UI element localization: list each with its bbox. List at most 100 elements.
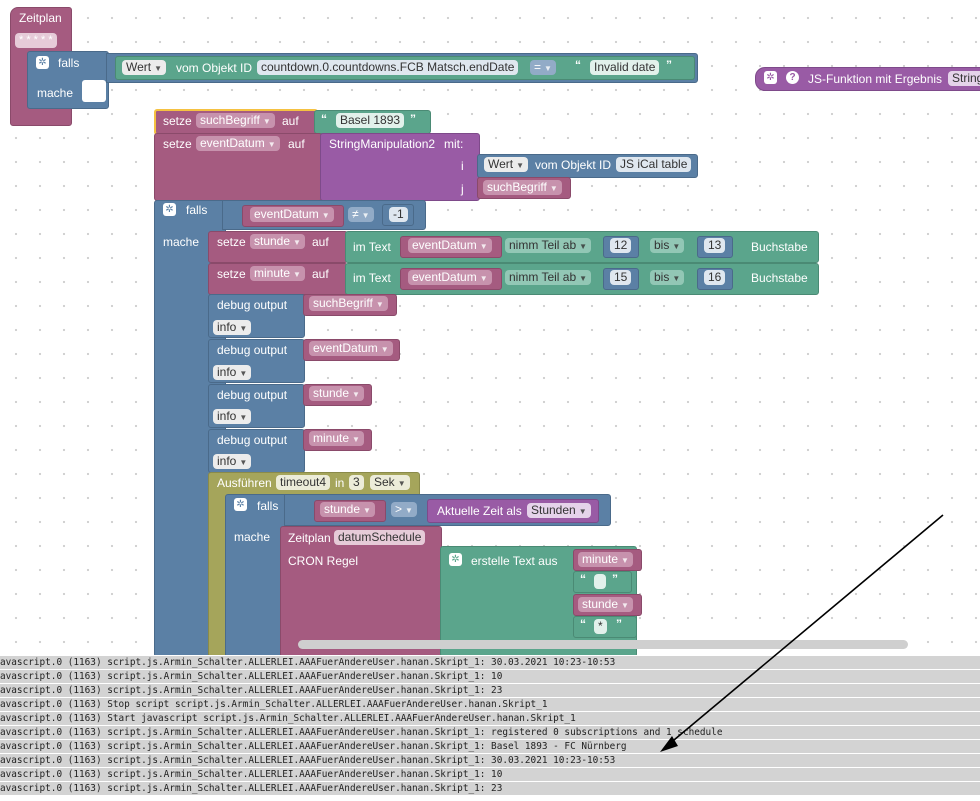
gear-icon[interactable]: ✲ <box>449 553 462 566</box>
join-stunde-dropdown[interactable]: stunde▼ <box>578 597 633 612</box>
js-function-name[interactable]: String <box>948 71 980 86</box>
timeout-value-field[interactable]: 3 <box>349 475 364 490</box>
vom-objekt2-label: vom Objekt ID <box>535 158 612 172</box>
gear-icon[interactable]: ✲ <box>163 203 176 216</box>
set2-label: setze <box>163 137 192 151</box>
log-line: avascript.0 (1163) script.js.Armin_Schal… <box>0 656 980 669</box>
set1-auf-label: auf <box>282 114 299 128</box>
set4-label: setze <box>217 267 246 281</box>
ical-object-field[interactable]: JS iCal table <box>616 157 692 172</box>
if1-mache-notch <box>82 80 106 102</box>
debug2-level-dropdown[interactable]: info▼ <box>213 365 252 380</box>
zeitplan-inner-block[interactable] <box>280 526 442 655</box>
set1-label: setze <box>163 114 192 128</box>
log-line: avascript.0 (1163) Start javascript scri… <box>0 712 980 725</box>
quote-open-icon: “ <box>580 617 586 631</box>
debug3-label: debug output <box>217 388 288 402</box>
space-text-field[interactable] <box>594 574 606 589</box>
sub2-bis-dropdown[interactable]: bis▼ <box>650 270 685 285</box>
minus-one-field[interactable]: -1 <box>389 207 408 222</box>
blockly-workspace[interactable]: Zeitplan * * * * * ✲ falls mache Wert▼ v… <box>0 0 980 655</box>
im-text-label-1: im Text <box>353 240 391 254</box>
invalid-date-field[interactable]: Invalid date <box>590 60 660 75</box>
quote-open-icon: “ <box>575 58 581 72</box>
schedule-name-field[interactable]: datumSchedule <box>334 530 426 545</box>
help-icon[interactable]: ? <box>786 71 799 84</box>
set4-var-dropdown[interactable]: minute▼ <box>250 266 305 281</box>
equals-dropdown[interactable]: =▼ <box>530 60 556 75</box>
if2-var-dropdown[interactable]: eventDatum▼ <box>250 207 334 222</box>
set3-label: setze <box>217 235 246 249</box>
if1-mache-label: mache <box>37 86 74 100</box>
object-id-field[interactable]: countdown.0.countdowns.FCB Matsch.endDat… <box>257 60 519 75</box>
not-equal-dropdown[interactable]: ≠▼ <box>348 207 374 222</box>
timeout-unit-dropdown[interactable]: Sek▼ <box>370 475 410 490</box>
debug4-label: debug output <box>217 433 288 447</box>
if1-falls-label: falls <box>58 56 80 70</box>
set2-var-dropdown[interactable]: eventDatum▼ <box>196 136 280 151</box>
set3-auf-label: auf <box>312 235 329 249</box>
if3-var-dropdown[interactable]: stunde▼ <box>320 502 375 517</box>
zeitplan-cron-field[interactable]: * * * * * <box>15 33 57 48</box>
gear-icon[interactable]: ✲ <box>234 498 247 511</box>
wert2-dropdown[interactable]: Wert▼ <box>484 157 529 172</box>
log-line: avascript.0 (1163) Stop script script.js… <box>0 698 980 711</box>
set1-var-dropdown[interactable]: suchBegriff▼ <box>196 113 275 128</box>
sub1-mode-dropdown[interactable]: nimm Teil ab▼ <box>505 238 592 253</box>
time-unit-dropdown[interactable]: Stunden▼ <box>527 503 591 518</box>
buchstabe-label-2: Buchstabe <box>751 271 808 285</box>
quote-close-icon: ” <box>616 617 622 631</box>
timeout-label: Ausführen <box>217 476 272 490</box>
debug4-value-dropdown[interactable]: minute▼ <box>309 431 364 446</box>
zeitplan-inner-title: Zeitplan <box>288 531 331 545</box>
debug2-label: debug output <box>217 343 288 357</box>
star-text-field[interactable]: * <box>594 619 607 634</box>
from-12-field[interactable]: 12 <box>610 238 632 253</box>
set4-auf-label: auf <box>312 267 329 281</box>
debug1-level-dropdown[interactable]: info▼ <box>213 320 252 335</box>
from-15-field[interactable]: 15 <box>610 270 632 285</box>
debug-block-3[interactable] <box>208 384 305 428</box>
param-i-label: i <box>461 159 464 173</box>
sub1-var-dropdown[interactable]: eventDatum▼ <box>408 238 492 253</box>
stringmanip-mit-label: mit: <box>444 137 464 151</box>
j-var-dropdown[interactable]: suchBegriff▼ <box>483 180 562 195</box>
log-panel: avascript.0 (1163) script.js.Armin_Schal… <box>0 655 980 801</box>
if2-falls-label: falls <box>186 203 208 217</box>
im-text-label-2: im Text <box>353 271 391 285</box>
log-line: avascript.0 (1163) script.js.Armin_Schal… <box>0 740 980 753</box>
gear-icon-js[interactable]: ✲ <box>764 71 777 84</box>
basel-text-field[interactable]: Basel 1893 <box>336 113 405 128</box>
to-13-field[interactable]: 13 <box>704 238 726 253</box>
if-block-3[interactable] <box>225 494 287 655</box>
wert-dropdown[interactable]: Wert▼ <box>122 60 167 75</box>
to-16-field[interactable]: 16 <box>704 270 726 285</box>
timeout-name-field[interactable]: timeout4 <box>276 475 331 490</box>
quote-close-icon: ” <box>612 572 618 586</box>
debug1-value-dropdown[interactable]: suchBegriff▼ <box>309 296 388 311</box>
erstelle-text-label: erstelle Text aus <box>471 554 558 568</box>
debug1-label: debug output <box>217 298 288 312</box>
sub2-mode-dropdown[interactable]: nimm Teil ab▼ <box>505 270 592 285</box>
debug4-level-dropdown[interactable]: info▼ <box>213 454 252 469</box>
sub2-var-dropdown[interactable]: eventDatum▼ <box>408 270 492 285</box>
sub1-bis-dropdown[interactable]: bis▼ <box>650 238 685 253</box>
debug2-value-dropdown[interactable]: eventDatum▼ <box>309 341 393 356</box>
log-line: avascript.0 (1163) script.js.Armin_Schal… <box>0 782 980 795</box>
quote-open-icon: “ <box>321 112 327 126</box>
greater-dropdown[interactable]: >▼ <box>391 502 417 517</box>
if3-falls-label: falls <box>257 499 279 513</box>
gear-icon[interactable]: ✲ <box>36 56 49 69</box>
debug3-value-dropdown[interactable]: stunde▼ <box>309 386 364 401</box>
set2-auf-label: auf <box>288 137 305 151</box>
debug3-level-dropdown[interactable]: info▼ <box>213 409 252 424</box>
log-line: avascript.0 (1163) script.js.Armin_Schal… <box>0 684 980 697</box>
js-function-label: JS-Funktion mit Ergebnis <box>808 72 943 86</box>
set3-var-dropdown[interactable]: stunde▼ <box>250 234 305 249</box>
param-j-label: j <box>461 182 464 196</box>
join-minute-dropdown[interactable]: minute▼ <box>578 552 633 567</box>
workspace-horizontal-scrollbar[interactable] <box>298 640 908 649</box>
log-line: avascript.0 (1163) script.js.Armin_Schal… <box>0 754 980 767</box>
buchstabe-label-1: Buchstabe <box>751 240 808 254</box>
vom-objekt-label: vom Objekt ID <box>176 61 253 75</box>
